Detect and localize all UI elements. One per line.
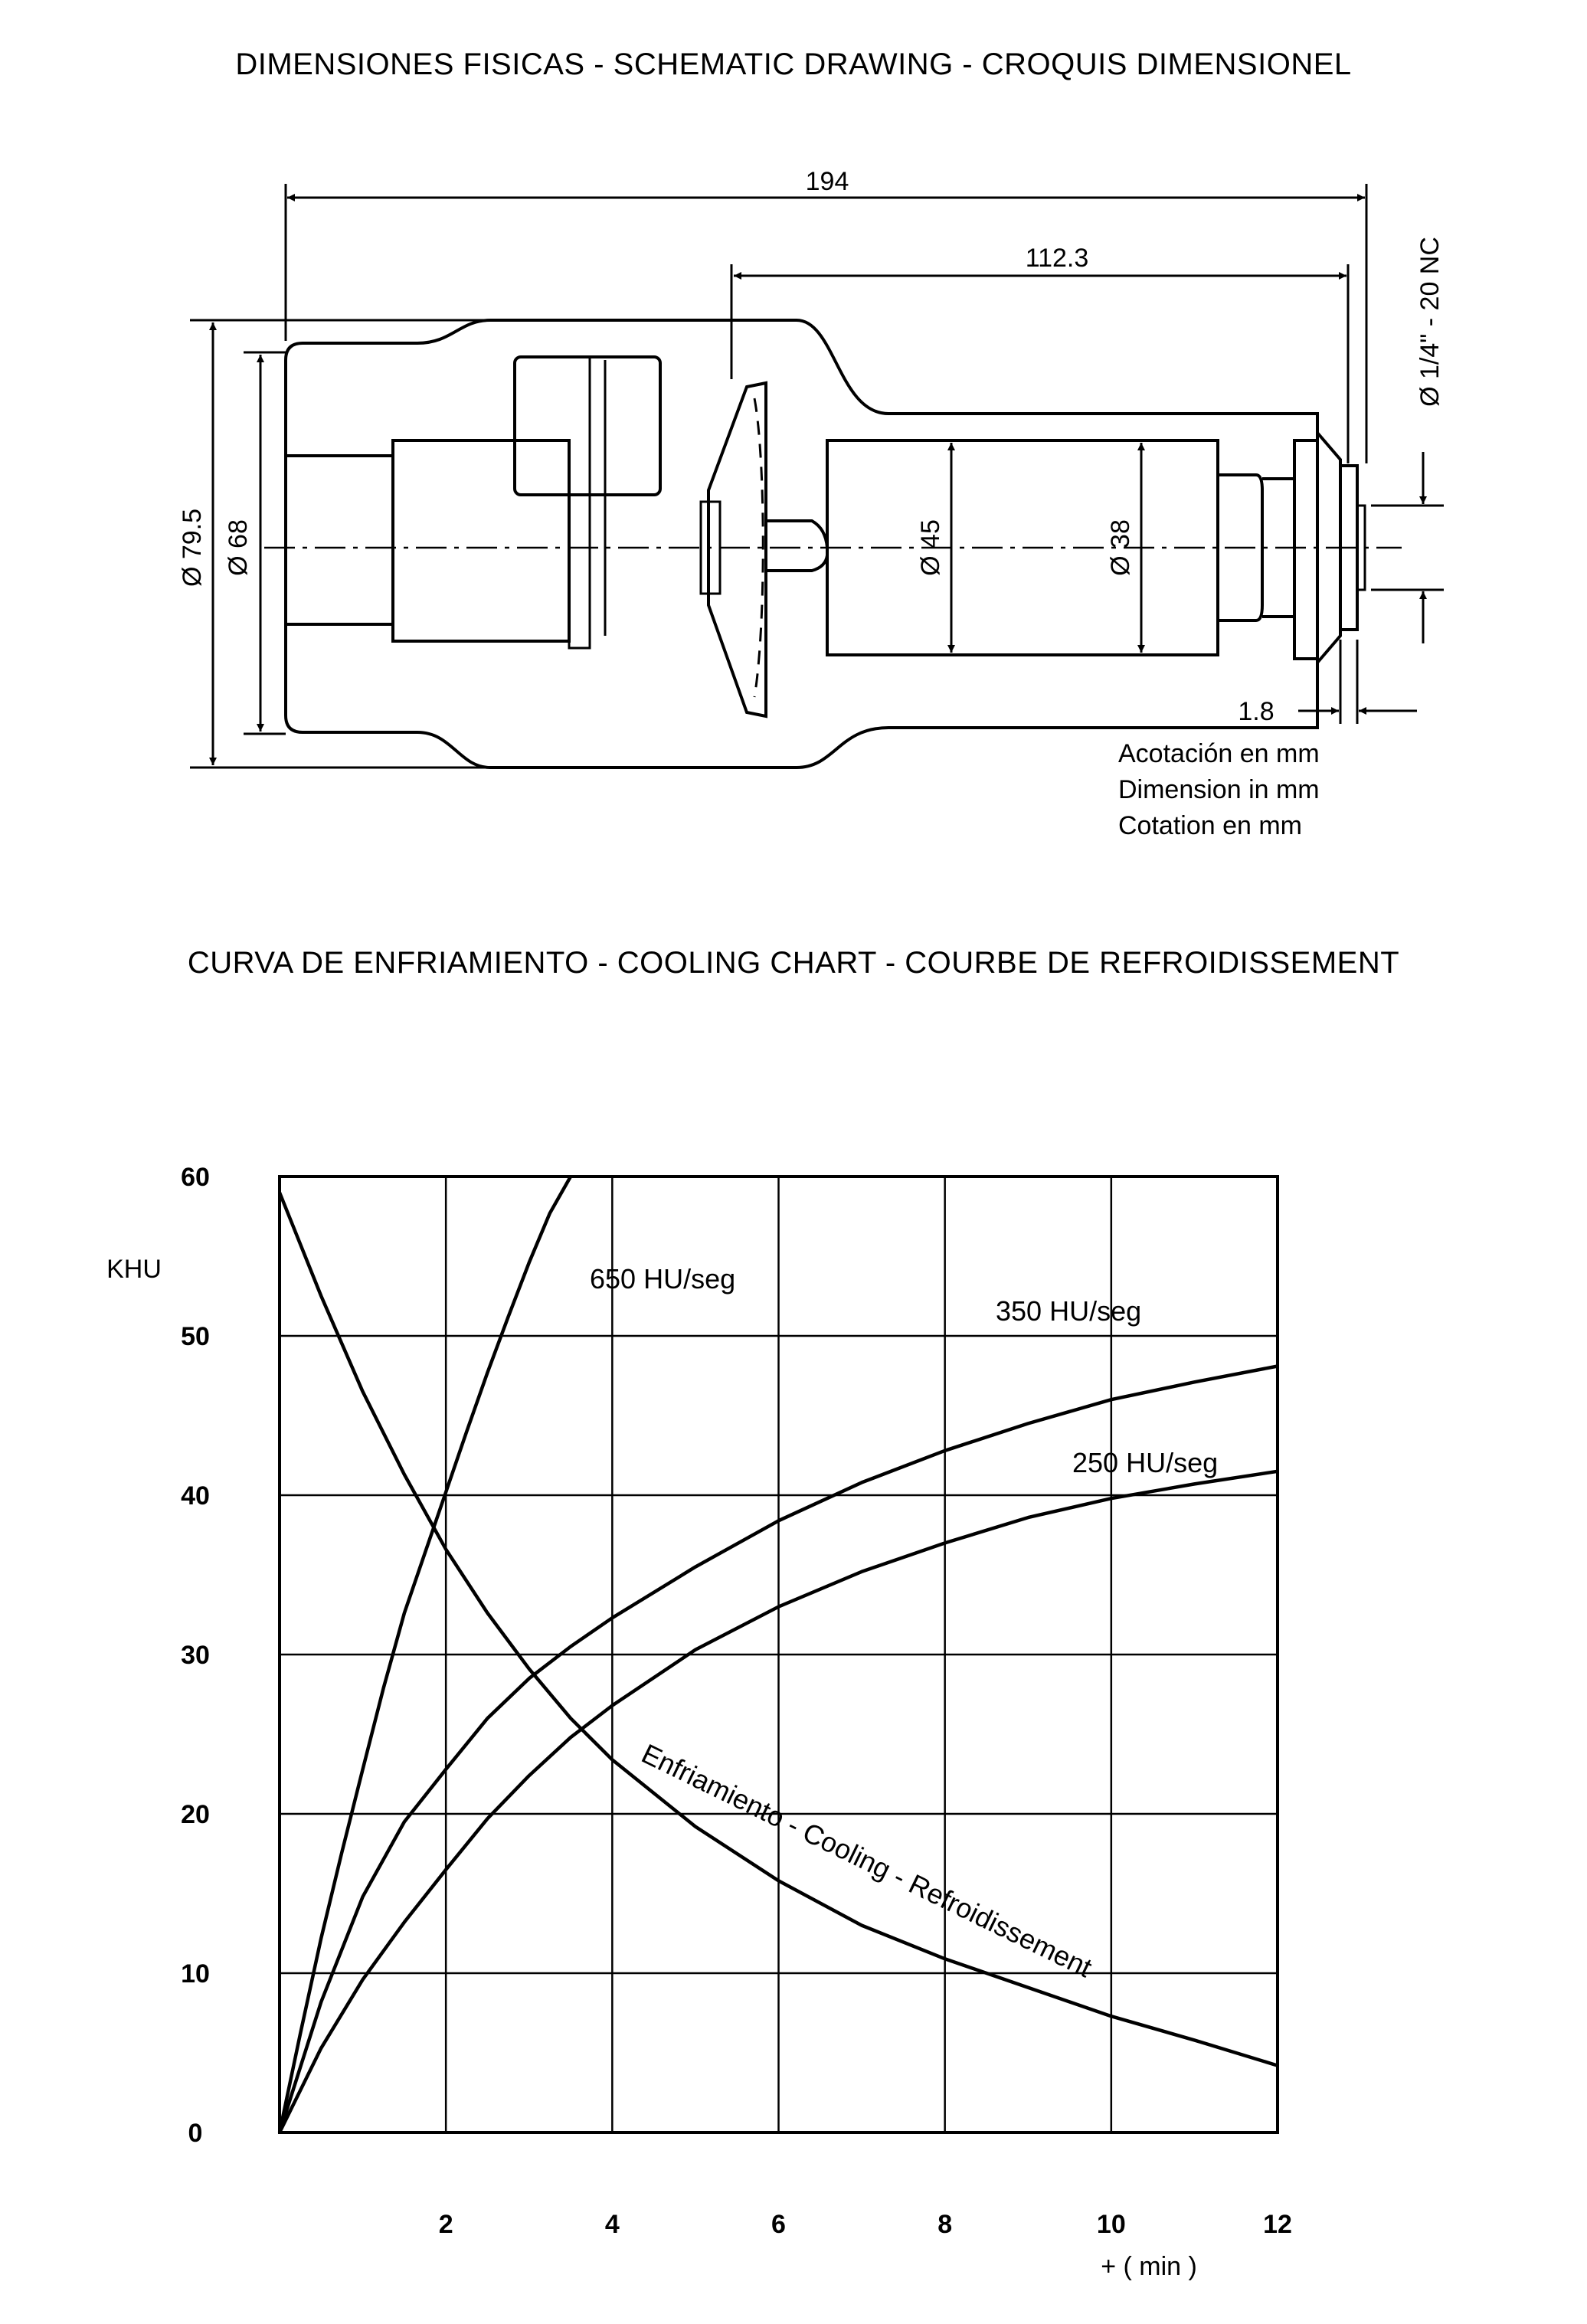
cathode-focusing-cup — [286, 454, 393, 626]
y-tick-label: 60 — [181, 1163, 210, 1192]
annotation-650-hu-seg: 650 HU/seg — [590, 1263, 735, 1295]
plot-frame — [278, 1175, 1279, 2134]
cathode-block — [391, 439, 571, 643]
anode-stem — [766, 519, 829, 572]
units-note-fr: Cotation en mm — [1118, 811, 1302, 840]
units-note-en: Dimension in mm — [1118, 775, 1320, 804]
cooling-chart: 0 10 20 30 40 50 60 2 4 6 8 10 12 KHU + ( min ) 650 HU/… — [106, 1163, 1292, 2281]
y-tick-label: 30 — [181, 1641, 210, 1670]
dim-gap: 1.8 — [1238, 697, 1274, 726]
dim-anode-length: 112.3 — [1026, 244, 1089, 273]
y-axis-label: KHU — [106, 1255, 162, 1284]
curve-cooling — [277, 1191, 1278, 2067]
dim-thread: Ø 1/4" - 20 NC — [1415, 237, 1445, 407]
x-tick-label: 4 — [605, 2210, 620, 2239]
y-tick-label: 20 — [181, 1800, 210, 1829]
schematic-drawing — [284, 319, 1366, 769]
tube-envelope — [284, 319, 1319, 769]
curve-350-hu-seg — [277, 1364, 1278, 2133]
annotation-cooling: Enfriamiento - Cooling - Refroidissement — [636, 1737, 1097, 1983]
y-tick-label: 0 — [188, 2119, 203, 2148]
cooling-chart-title: CURVA DE ENFRIAMIENTO - COOLING CHART - … — [187, 946, 1400, 980]
x-axis-label: + ( min ) — [1101, 2252, 1197, 2281]
anode-disc — [707, 381, 767, 718]
dim-anode-dia: Ø 45 — [916, 519, 945, 576]
annotation-350-hu-seg: 350 HU/seg — [996, 1295, 1141, 1327]
dim-inner-dia: Ø 68 — [224, 519, 253, 576]
y-tick-label: 40 — [181, 1481, 210, 1511]
y-tick-label: 10 — [181, 1959, 210, 1988]
dim-overall-length: 194 — [806, 167, 849, 196]
curve-250-hu-seg — [277, 1469, 1278, 2133]
y-tick-label: 50 — [181, 1322, 210, 1351]
x-tick-label: 10 — [1097, 2210, 1126, 2239]
x-tick-label: 2 — [439, 2210, 453, 2239]
units-note-es: Acotación en mm — [1118, 739, 1320, 768]
curve-650-hu-seg — [277, 1175, 572, 2133]
annotation-250-hu-seg: 250 HU/seg — [1072, 1447, 1218, 1478]
drawing-title: DIMENSIONES FISICAS - SCHEMATIC DRAWING … — [235, 47, 1352, 81]
x-tick-label: 8 — [937, 2210, 952, 2239]
x-tick-label: 12 — [1263, 2210, 1292, 2239]
dim-body-dia: Ø 38 — [1106, 519, 1135, 576]
end-cone — [1293, 428, 1342, 667]
cathode-support — [513, 355, 662, 496]
dimension-lines — [190, 184, 1444, 769]
x-tick-label: 6 — [771, 2210, 786, 2239]
dim-envelope-dia: Ø 79.5 — [178, 509, 207, 587]
